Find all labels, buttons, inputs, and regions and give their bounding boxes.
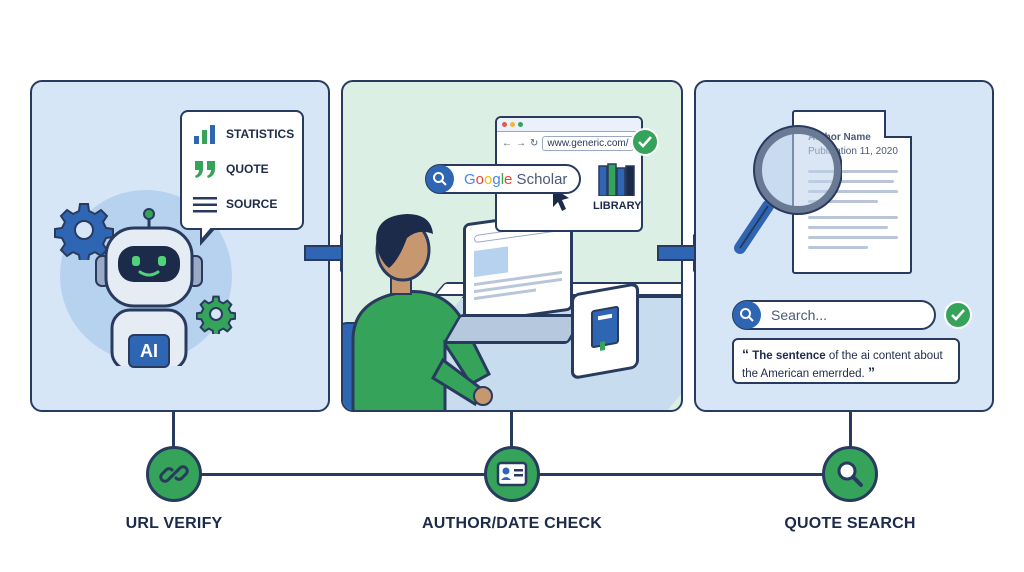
bubble-tail: [200, 225, 216, 246]
address-bar[interactable]: ← → ↻ www.generic.com/: [497, 132, 641, 155]
reload-icon[interactable]: ↻: [530, 138, 539, 149]
text-lines-icon: [192, 194, 218, 214]
search-placeholder: Search...: [771, 307, 828, 323]
doc-author: Author Name: [808, 132, 871, 143]
gear-small-icon: [196, 295, 236, 334]
step-label-url-verify: URL VERIFY: [125, 515, 223, 532]
doc-date: Publication 11, 2020: [808, 146, 898, 157]
link-icon: [159, 465, 189, 483]
bar-chart-icon: [192, 124, 218, 144]
google-scholar-label: Google Scholar: [464, 170, 568, 188]
step-label-quote-search: QUOTE SEARCH: [784, 515, 916, 532]
panel-research: ← → ↻ www.generic.com/ LIBRARY Google Sc…: [341, 80, 683, 412]
step-node-url-verify: [146, 446, 202, 502]
panel-quote-search: Author Name Publication 11, 2020 Search.…: [694, 80, 994, 412]
id-card-icon: [496, 461, 528, 487]
step-node-author-date: [484, 446, 540, 502]
gear-icon: [54, 203, 114, 260]
book-icon: [591, 306, 619, 351]
google-scholar-search[interactable]: Google Scholar: [425, 164, 581, 194]
robot-icon: [95, 208, 203, 366]
url-check-icon: [631, 128, 659, 156]
step-node-quote-search: [822, 446, 878, 502]
quote-rest: of the ai content about the American eme…: [742, 350, 943, 380]
bubble-item-label: SOURCE: [226, 197, 278, 211]
quote-check-icon: [944, 301, 972, 329]
quote-bold: The sentence: [752, 350, 826, 362]
bubble-item-source: SOURCE: [192, 194, 277, 214]
library-books-icon: [598, 163, 635, 196]
bubble-item-label: QUOTE: [226, 162, 269, 176]
back-icon[interactable]: ←: [502, 138, 512, 149]
url-text: www.generic.com/: [542, 136, 634, 151]
bubble-item-label: STATISTICS: [226, 127, 295, 141]
timeline-stem: [510, 412, 513, 448]
library-label: LIBRARY: [593, 200, 642, 212]
laptop-base: [442, 314, 586, 344]
content-bubble: STATISTICS QUOTE SOURCE: [180, 110, 304, 246]
open-quote-icon: “: [742, 346, 749, 362]
step-label-author-date: AUTHOR/DATE CHECK: [422, 515, 602, 532]
bubble-item-quote: QUOTE: [192, 159, 269, 179]
panel-ai-content: AI STATISTICS QUOTE SOURCE: [30, 80, 330, 412]
search-icon: [733, 301, 761, 329]
timeline-stem: [849, 412, 852, 448]
bubble-item-statistics: STATISTICS: [192, 124, 294, 144]
magnifier-icon: [837, 461, 863, 487]
magnifier-icon: [734, 125, 842, 254]
quote-search-input[interactable]: Search...: [732, 300, 936, 330]
ai-badge: AI: [128, 334, 170, 368]
timeline-stem: [172, 412, 175, 448]
search-icon: [426, 165, 454, 193]
tablet: [571, 282, 639, 380]
quote-marks-icon: [192, 159, 218, 179]
close-quote-icon: ”: [867, 364, 875, 380]
doc-fold: [884, 110, 912, 138]
forward-icon[interactable]: →: [516, 138, 526, 149]
ai-badge-label: AI: [140, 340, 158, 361]
quote-result: “ The sentence of the ai content about t…: [732, 338, 960, 384]
